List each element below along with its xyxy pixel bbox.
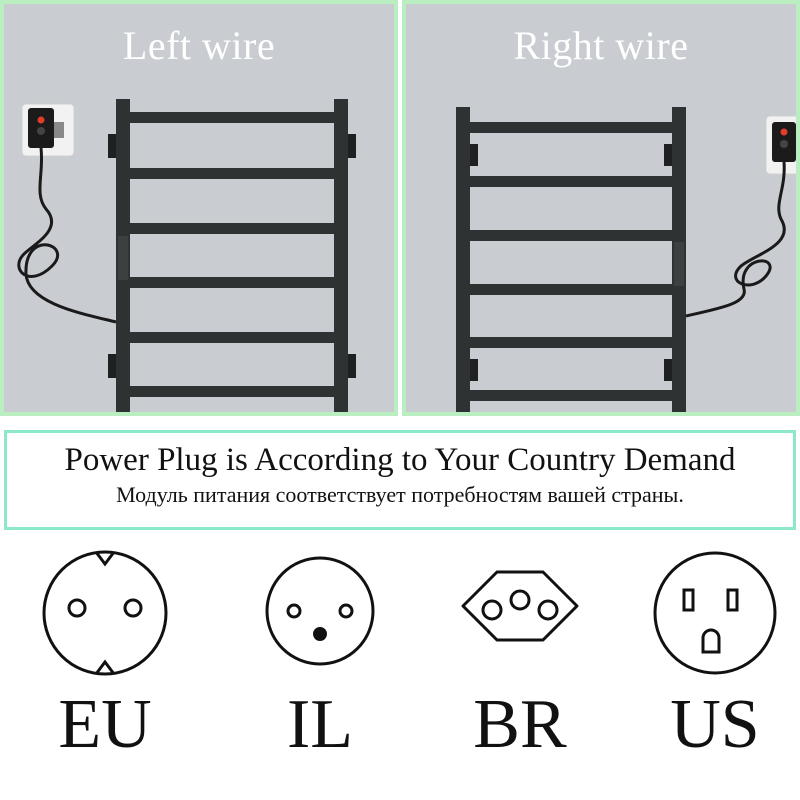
left-wire-panel: Left wire [0, 0, 398, 416]
wall-bracket [348, 134, 356, 158]
il-plug-icon [265, 556, 375, 666]
socket-hole [54, 122, 64, 138]
power-plug-notice: Power Plug is According to Your Country … [4, 430, 796, 530]
rack-bar [470, 337, 672, 348]
wall-bracket [664, 144, 672, 166]
rack-bar [470, 122, 672, 133]
us-label: US [670, 686, 760, 763]
rack-bar [130, 386, 334, 397]
left-towel-rack-illustration [17, 99, 356, 412]
power-cable [685, 161, 786, 318]
us-plug-icon [653, 551, 777, 675]
wall-bracket [108, 354, 116, 378]
indicator-light [780, 128, 788, 136]
wall-bracket [470, 144, 478, 166]
rack-left-upright [456, 107, 470, 412]
br-label: BR [473, 686, 567, 763]
notice-russian: Модуль питания соответствует потребностя… [116, 481, 684, 507]
right-towel-rack-illustration [456, 107, 796, 412]
right-wire-panel: Right wire [402, 0, 800, 416]
wall-bracket [470, 359, 478, 381]
wall-bracket [348, 354, 356, 378]
rack-bar [130, 112, 334, 123]
rack-bar [470, 284, 672, 295]
heater-junction [674, 242, 684, 286]
il-label: IL [286, 686, 354, 763]
power-cable [17, 147, 117, 324]
br-plug-icon [461, 570, 579, 642]
wall-bracket [664, 359, 672, 381]
rack-bar [130, 168, 334, 179]
eu-label: EU [58, 686, 152, 763]
rack-bar [130, 332, 334, 343]
wall-bracket [108, 134, 116, 158]
rack-bar [470, 390, 672, 401]
rack-bar [130, 277, 334, 288]
left-wire-title: Left wire [122, 23, 276, 68]
heater-junction [118, 236, 128, 280]
right-wire-title: Right wire [513, 23, 689, 68]
indicator-light [37, 116, 45, 124]
controller-button [780, 140, 788, 148]
controller-button [37, 127, 45, 135]
notice-english: Power Plug is According to Your Country … [64, 442, 736, 478]
rack-bar [130, 223, 334, 234]
eu-plug-icon [42, 550, 168, 676]
rack-bar [470, 230, 672, 241]
rack-bar [470, 176, 672, 187]
rack-right-upright [334, 99, 348, 412]
